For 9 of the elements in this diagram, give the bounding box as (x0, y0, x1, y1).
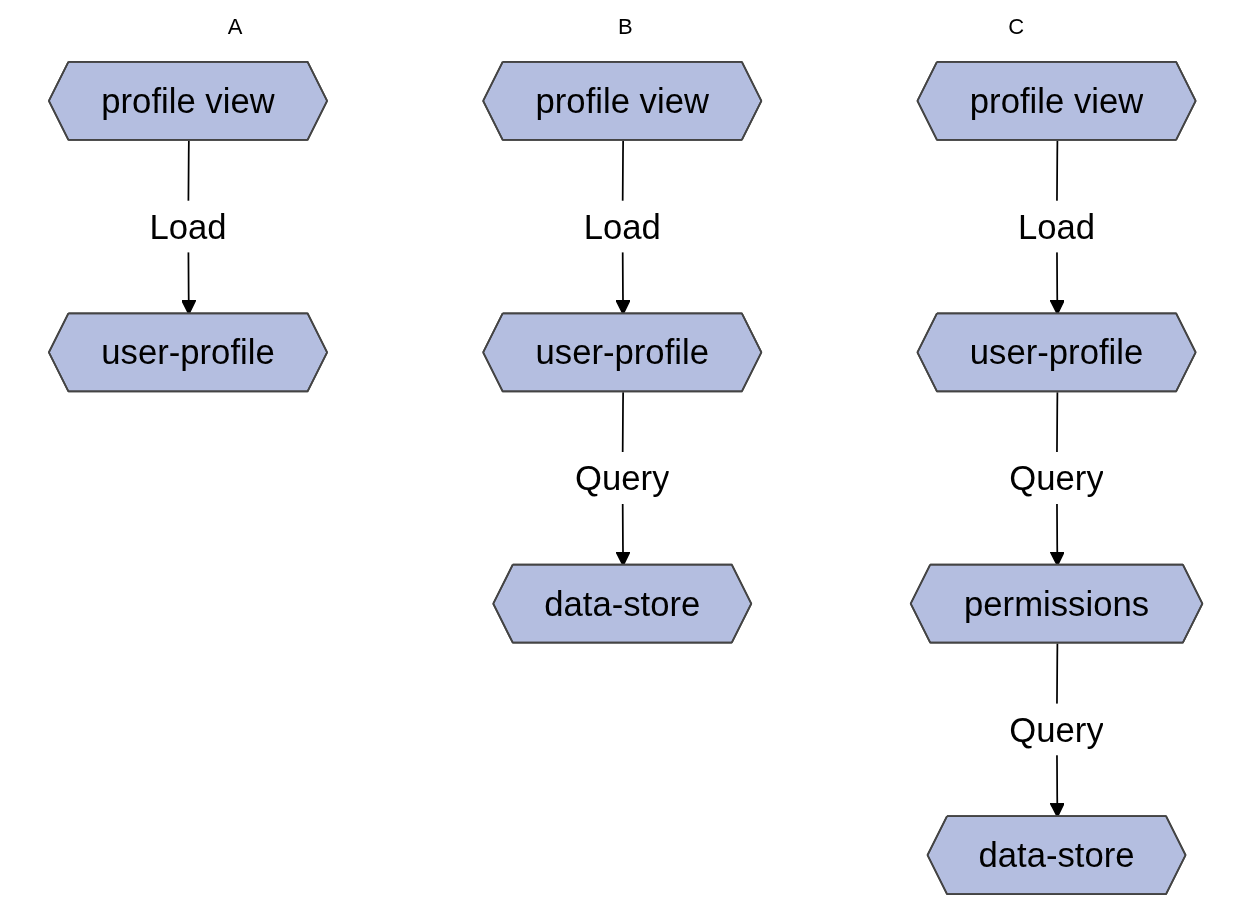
panel-label: A (227, 14, 243, 40)
edge-label: Query (575, 458, 670, 498)
edge-label: Load (1018, 207, 1096, 246)
panel-label: C (1008, 14, 1025, 40)
panel-label: B (618, 14, 633, 40)
edge-label: Load (149, 207, 227, 246)
edge-label: Query (1009, 710, 1105, 749)
edge-label: Load (584, 207, 662, 246)
edge-label: Query (1009, 458, 1105, 498)
